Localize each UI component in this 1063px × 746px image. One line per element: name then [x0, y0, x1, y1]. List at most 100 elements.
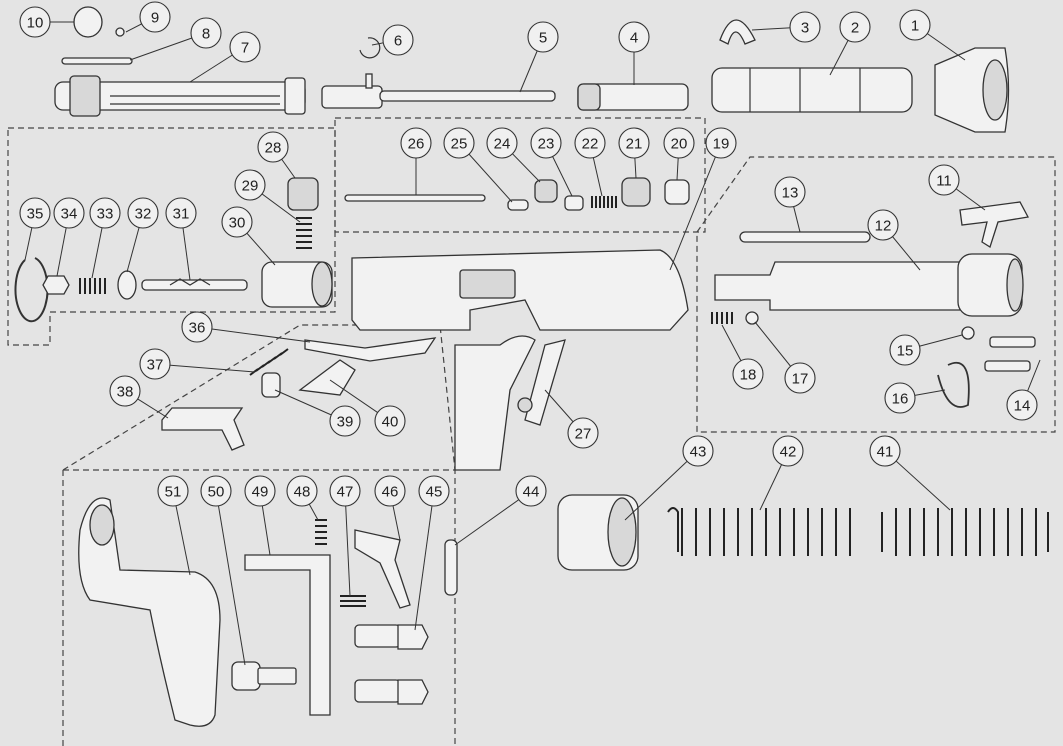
part-48-spring	[315, 519, 327, 545]
receiver-window	[459, 269, 516, 299]
callout-number: 22	[582, 136, 599, 153]
callout-number: 48	[294, 484, 311, 501]
callout-6: 6	[382, 24, 414, 56]
part-16-clip	[937, 361, 970, 408]
group-box-top-middle	[334, 117, 706, 233]
callout-39: 39	[329, 405, 361, 437]
callout-circle	[200, 475, 232, 507]
part-13-pin	[739, 231, 871, 243]
part-17-ball	[745, 311, 759, 325]
callout-circle	[618, 21, 650, 53]
callout-32: 32	[127, 197, 159, 229]
callout-circle	[19, 6, 51, 38]
callout-46: 46	[374, 475, 406, 507]
callout-circle	[181, 311, 213, 343]
part-31-firing-pin	[141, 278, 248, 291]
callout-circle	[382, 24, 414, 56]
callout-number: 36	[189, 320, 206, 337]
callout-circle	[663, 127, 695, 159]
callout-circle	[732, 358, 764, 390]
callout-circle	[221, 206, 253, 238]
callout-circle	[19, 197, 51, 229]
callout-number: 39	[337, 414, 354, 431]
callout-circle	[244, 475, 276, 507]
callout-number: 46	[382, 484, 399, 501]
part-14-screws	[984, 336, 1036, 372]
callout-2: 2	[839, 11, 871, 43]
callout-number: 13	[782, 185, 799, 202]
callout-44: 44	[515, 475, 547, 507]
callout-19: 19	[705, 127, 737, 159]
callout-27: 27	[567, 417, 599, 449]
part-12-receiver-sleeve	[714, 253, 1024, 317]
part-6-clip	[359, 37, 381, 59]
callout-9: 9	[139, 1, 171, 33]
callout-circle	[839, 11, 871, 43]
callout-number: 7	[241, 40, 249, 57]
callout-number: 33	[97, 206, 114, 223]
grip-frame	[454, 335, 536, 471]
callout-number: 12	[875, 218, 892, 235]
callout-circle	[257, 131, 289, 163]
callout-13: 13	[774, 176, 806, 208]
callout-circle	[867, 209, 899, 241]
callout-circle	[329, 405, 361, 437]
part-42-spring	[667, 507, 851, 556]
callout-40: 40	[374, 405, 406, 437]
callout-number: 5	[539, 30, 547, 47]
part-25-pin	[507, 199, 529, 211]
callout-circle	[486, 127, 518, 159]
callout-23: 23	[530, 127, 562, 159]
receiver-body	[351, 249, 689, 331]
part-51-grip	[78, 497, 221, 727]
callout-number: 20	[671, 136, 688, 153]
callout-number: 42	[780, 444, 797, 461]
callout-circle	[928, 164, 960, 196]
part-47-spring	[340, 595, 366, 607]
callout-number: 26	[408, 136, 425, 153]
callout-number: 27	[575, 426, 592, 443]
callout-45: 45	[418, 475, 450, 507]
callout-number: 1	[911, 18, 919, 35]
callout-10: 10	[19, 6, 51, 38]
part-38-catch	[161, 407, 245, 451]
callout-31: 31	[165, 197, 197, 229]
part-7-bolt-carrier	[54, 75, 306, 117]
callout-circle	[884, 382, 916, 414]
part-33-spring	[79, 278, 106, 294]
callout-circle	[374, 475, 406, 507]
part-3-spring-clip	[719, 19, 756, 45]
callout-47: 47	[329, 475, 361, 507]
part-28-block	[287, 177, 319, 211]
callout-number: 4	[630, 30, 638, 47]
group-box-left	[7, 127, 336, 346]
callout-circle	[89, 197, 121, 229]
callout-circle	[530, 127, 562, 159]
callout-circle	[229, 31, 261, 63]
callout-number: 23	[538, 136, 555, 153]
callout-circle	[789, 11, 821, 43]
callout-14: 14	[1006, 389, 1038, 421]
callout-17: 17	[784, 362, 816, 394]
leader-line-43	[624, 450, 699, 521]
callout-35: 35	[19, 197, 51, 229]
part-43-buffer	[557, 494, 639, 571]
callout-number: 38	[117, 384, 134, 401]
callout-16: 16	[884, 382, 916, 414]
part-15-ball	[961, 326, 975, 340]
callout-circle	[774, 176, 806, 208]
callout-number: 50	[208, 484, 225, 501]
callout-25: 25	[443, 127, 475, 159]
part-35-ring	[14, 257, 49, 323]
callout-number: 28	[265, 140, 282, 157]
callout-38: 38	[109, 375, 141, 407]
callout-circle	[157, 475, 189, 507]
callout-circle	[139, 1, 171, 33]
part-29-spring	[296, 217, 312, 249]
part-50-screw	[231, 661, 297, 691]
callout-number: 37	[147, 357, 164, 374]
callout-1: 1	[899, 9, 931, 41]
part-4-sleeve	[577, 83, 689, 111]
